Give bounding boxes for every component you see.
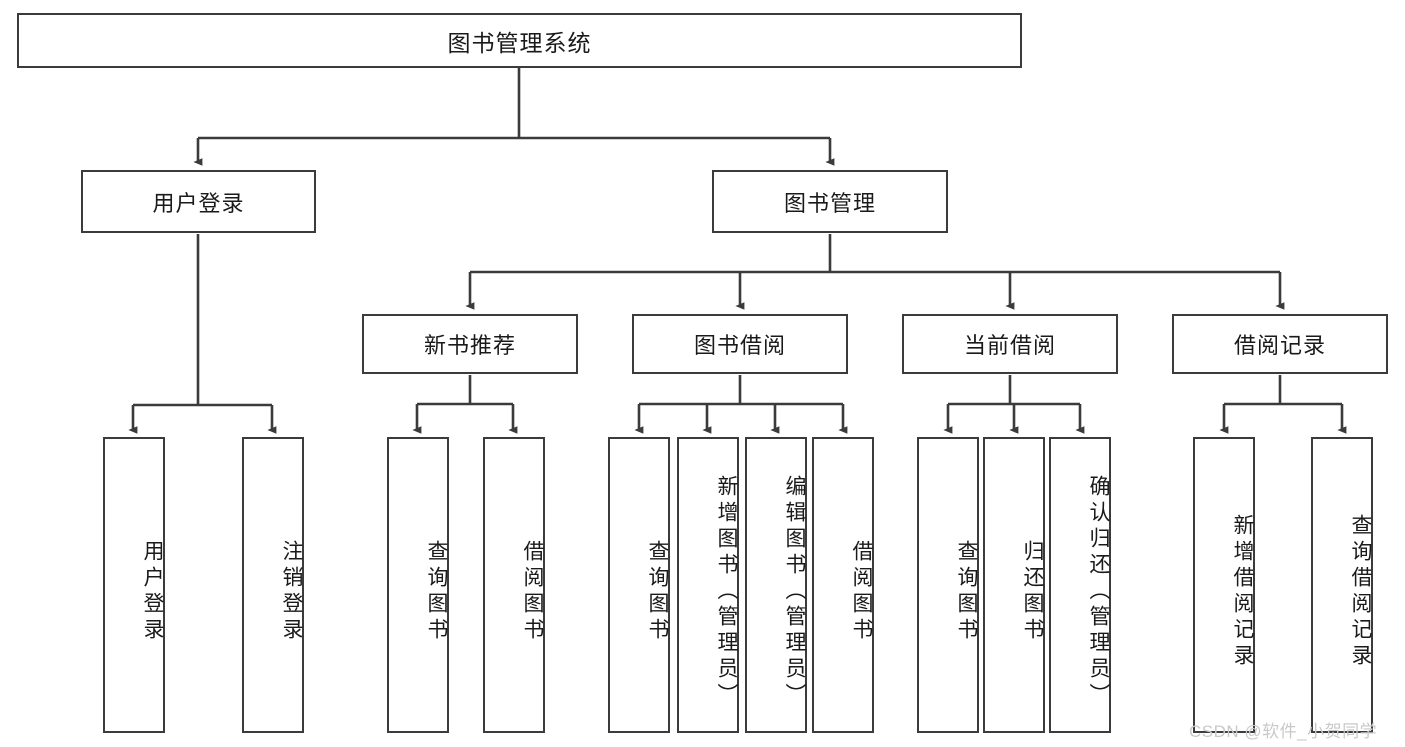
- node-leaf-query-record[interactable]: 查询借阅记录: [1311, 437, 1373, 733]
- node-current-borrow[interactable]: 当前借阅: [902, 314, 1118, 374]
- node-user-login[interactable]: 用户登录: [81, 170, 316, 233]
- node-leaf-user-logout[interactable]: 注销登录: [242, 437, 304, 733]
- node-leaf-borrow-book-2[interactable]: 借阅图书: [812, 437, 874, 733]
- node-leaf-borrow-book-1[interactable]: 借阅图书: [483, 437, 545, 733]
- node-leaf-edit-book[interactable]: 编辑图书（管理员）: [745, 437, 807, 733]
- node-leaf-confirm-return[interactable]: 确认归还（管理员）: [1049, 437, 1111, 733]
- node-borrow-record[interactable]: 借阅记录: [1172, 314, 1388, 374]
- node-root[interactable]: 图书管理系统: [17, 13, 1022, 68]
- watermark: CSDN @软件_小贺同学: [1189, 722, 1378, 741]
- node-leaf-query-book-1[interactable]: 查询图书: [387, 437, 449, 733]
- node-leaf-query-book-3[interactable]: 查询图书: [917, 437, 979, 733]
- node-leaf-query-book-2[interactable]: 查询图书: [608, 437, 670, 733]
- node-book-borrow[interactable]: 图书借阅: [632, 314, 848, 374]
- node-book-manage[interactable]: 图书管理: [712, 170, 948, 233]
- node-new-book-rec[interactable]: 新书推荐: [362, 314, 578, 374]
- node-leaf-user-login[interactable]: 用户登录: [103, 437, 165, 733]
- node-leaf-add-book[interactable]: 新增图书（管理员）: [677, 437, 739, 733]
- node-leaf-add-record[interactable]: 新增借阅记录: [1193, 437, 1255, 733]
- node-leaf-return-book[interactable]: 归还图书: [983, 437, 1045, 733]
